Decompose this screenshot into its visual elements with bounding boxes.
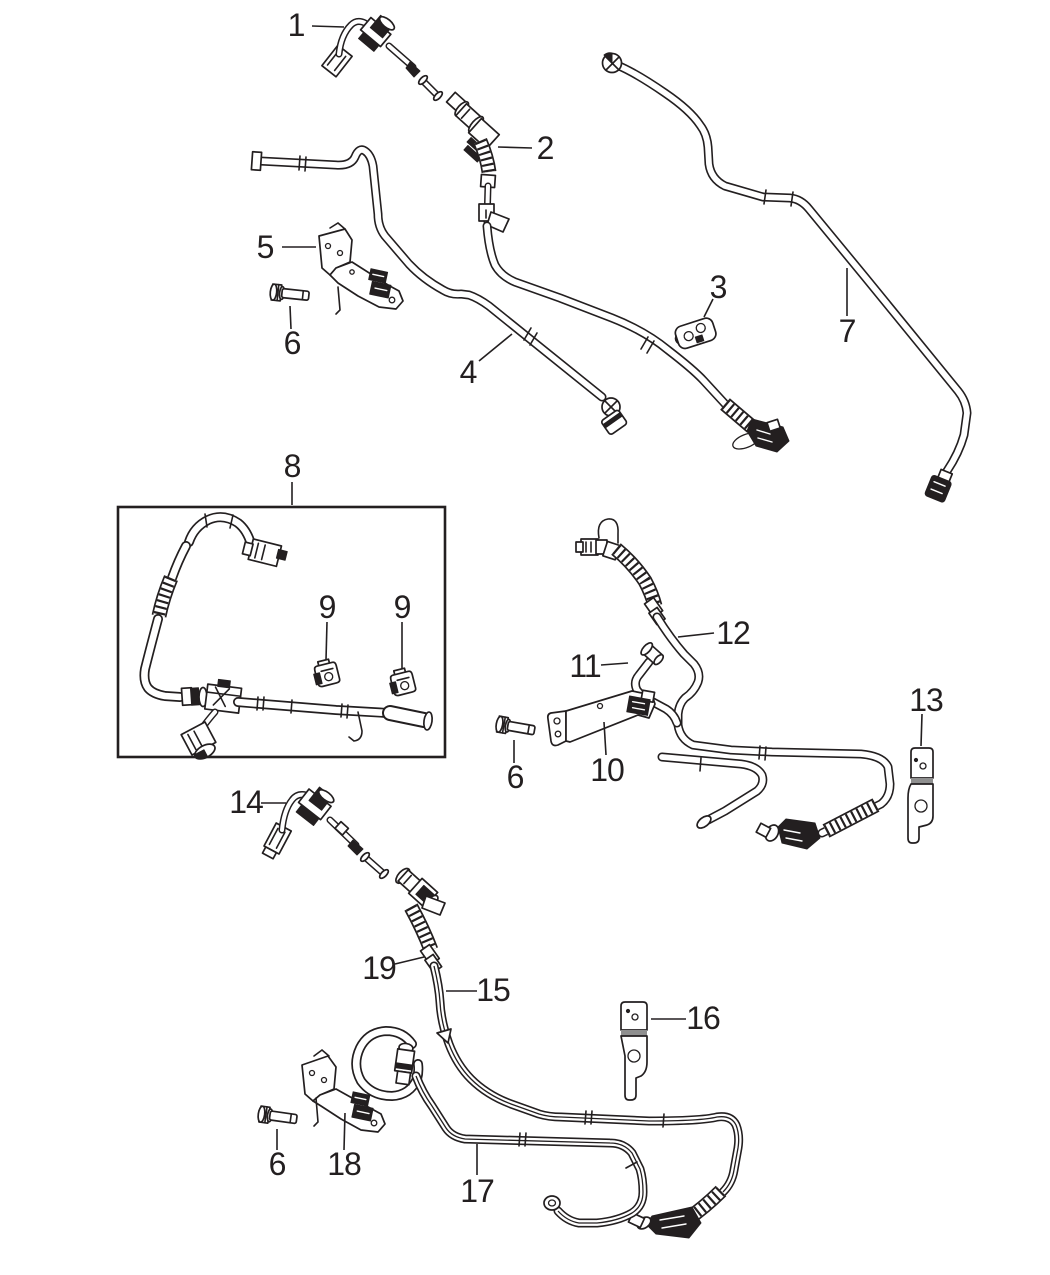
- part-4-fuel-line: [250, 150, 628, 435]
- callout-15: 15: [476, 972, 511, 1008]
- part-6-bolt-middle: [494, 714, 537, 740]
- leader-line-3: [703, 298, 714, 318]
- part-2-fuel-line: [417, 74, 790, 453]
- callout-8: 8: [283, 448, 302, 484]
- part-8-boxed-assembly: [116, 505, 447, 760]
- part-14-sensor: [261, 786, 364, 860]
- part-9-clip-left: [310, 656, 342, 689]
- part-16-bracket: [620, 1001, 648, 1101]
- leader-line-9: [325, 621, 328, 661]
- leader-line-18: [343, 1112, 346, 1151]
- part-13-bracket: [907, 747, 934, 844]
- callout-5: 5: [256, 229, 275, 265]
- leader-line-1: [311, 25, 345, 28]
- part-8-box: [116, 505, 447, 759]
- callout-4: 4: [459, 354, 478, 390]
- callout-6: 6: [506, 759, 525, 795]
- callout-13: 13: [909, 682, 944, 718]
- callout-9: 9: [393, 589, 412, 625]
- part-17-fuel-line: [356, 1031, 643, 1223]
- callout-6: 6: [268, 1146, 287, 1182]
- callout-12: 12: [716, 615, 751, 651]
- leader-line-10: [603, 721, 607, 756]
- leader-line-13: [920, 713, 923, 747]
- callout-3: 3: [709, 269, 728, 305]
- leader-line-19: [394, 956, 425, 965]
- part-11-tube: [635, 642, 677, 723]
- callout-leader-lines: [261, 25, 923, 1175]
- part-9-clip-right: [386, 665, 418, 698]
- callout-9: 9: [318, 589, 337, 625]
- part-12-fuel-line: [575, 518, 890, 850]
- callout-7: 7: [838, 313, 857, 349]
- leader-line-6: [289, 305, 292, 330]
- callout-2: 2: [536, 130, 555, 166]
- callout-14: 14: [229, 784, 264, 820]
- callout-17: 17: [460, 1173, 495, 1209]
- leader-line-2: [497, 146, 533, 149]
- leader-line-12: [677, 632, 715, 638]
- part-1-sensor: [321, 14, 421, 78]
- callout-11: 11: [569, 648, 601, 684]
- callout-10: 10: [590, 752, 625, 788]
- callout-19: 19: [362, 950, 397, 986]
- part-5-bracket: [318, 222, 404, 315]
- leader-line-4: [478, 333, 513, 362]
- part-6-bolt-bottom: [256, 1104, 299, 1128]
- part-18-bracket: [301, 1048, 386, 1133]
- part-6-bolt-top: [268, 283, 311, 305]
- callout-1: 1: [287, 7, 306, 43]
- part-7-fuel-pipe: [601, 52, 968, 503]
- part-3-clip: [674, 317, 717, 350]
- callout-6: 6: [283, 325, 302, 361]
- callout-16: 16: [686, 1000, 721, 1036]
- callout-18: 18: [327, 1146, 362, 1182]
- leader-line-11: [600, 662, 629, 666]
- part-10-bracket: [546, 689, 656, 747]
